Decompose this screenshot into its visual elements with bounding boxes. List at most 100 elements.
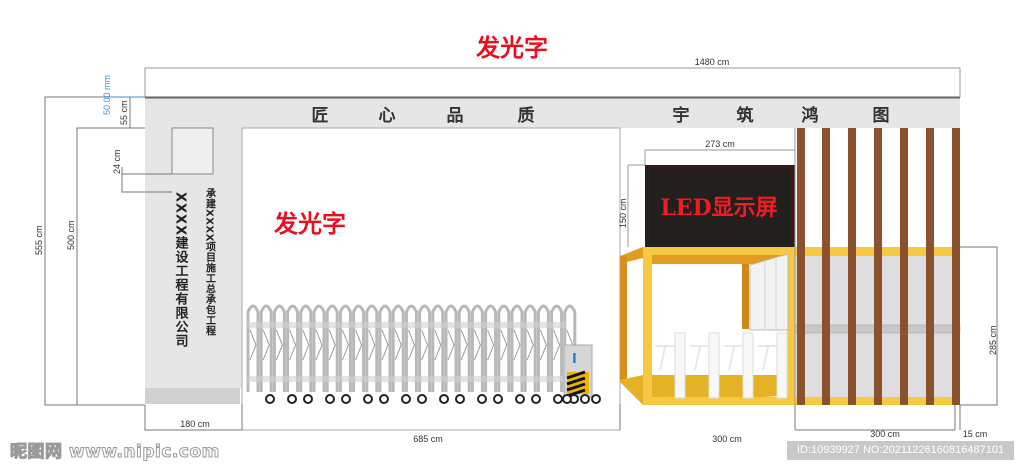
gate-wheel — [531, 394, 541, 404]
brown-pole — [900, 128, 908, 405]
gate-lattice — [394, 329, 402, 361]
gate-wheel — [580, 394, 590, 404]
slogan-right-2: 筑 — [737, 105, 754, 126]
gate-rail — [246, 376, 566, 382]
gate-wheel — [455, 394, 465, 404]
gate-lattice — [315, 329, 323, 361]
gate-lattice — [275, 329, 283, 361]
dim-led-height: 150 cm — [618, 198, 628, 228]
slogan-left-2: 心 — [379, 106, 396, 126]
gate-lattice — [407, 329, 415, 361]
dim-square-gap: 24 cm — [112, 149, 122, 174]
gate-segment — [325, 304, 339, 392]
slogan-right-4: 图 — [873, 106, 890, 126]
gate-lattice — [262, 329, 270, 361]
dim-band-height: 55 cm — [119, 100, 129, 125]
slogan-right-1: 宇 — [673, 105, 690, 126]
gate-lattice — [355, 329, 363, 361]
led-screen-border — [647, 167, 793, 245]
wall-glow-text: 发光字 — [273, 210, 346, 238]
gate-lattice — [460, 329, 468, 361]
gate-wheel — [591, 394, 601, 404]
gate-segment — [444, 304, 458, 392]
gate-segment — [457, 304, 471, 392]
gate-segment — [510, 304, 524, 392]
dim-total-height: 555 cm — [34, 225, 44, 255]
gate-segment — [418, 304, 432, 392]
led-screen — [645, 165, 795, 247]
hazard-stripe — [566, 382, 586, 392]
gate-segment — [431, 304, 445, 392]
dim-wall-height: 500 cm — [66, 220, 76, 250]
gate-segment — [286, 304, 300, 392]
gate-lattice — [434, 329, 442, 361]
gate-wheel — [379, 394, 389, 404]
gate-segment — [352, 304, 366, 392]
gate-segment — [299, 304, 313, 392]
pillar-project-text: 承建XXXX项目施工总承包工程 — [204, 188, 217, 337]
slogan-left-4: 质 — [518, 106, 535, 126]
gate-lattice — [526, 329, 534, 361]
brown-poles — [797, 128, 960, 405]
slogan-right-3: 鸿 — [802, 105, 819, 126]
gate-wheel — [287, 394, 297, 404]
dim-gate-width: 685 cm — [413, 434, 443, 444]
gate-wheel — [303, 394, 313, 404]
gate-segment — [484, 304, 498, 392]
watermark-id: ID:10939927 NO:20211226160816487101 — [787, 441, 1014, 460]
gate-lattice — [513, 329, 521, 361]
gate-lattice — [368, 329, 376, 361]
brown-pole — [822, 128, 830, 405]
bottom-dimension-lines — [144, 404, 961, 431]
gate-segment — [259, 304, 273, 392]
gate-segment — [550, 304, 564, 392]
brown-pole — [848, 128, 856, 405]
dim-booth-width: 300 cm — [712, 434, 742, 444]
gate-segment — [365, 304, 379, 392]
gate-lattice — [328, 329, 336, 361]
dim-grille-width: 300 cm — [870, 429, 900, 439]
gate-lattice — [487, 329, 495, 361]
slogan-band — [145, 97, 960, 128]
gate-lattice — [500, 329, 508, 361]
gate-wheel — [562, 394, 572, 404]
dim-end-width: 15 cm — [963, 429, 988, 439]
gate-segment — [378, 304, 392, 392]
gate-lattice — [539, 329, 547, 361]
gate-lattice — [249, 329, 257, 361]
gate-wheel — [363, 394, 373, 404]
pillar-base — [145, 388, 240, 404]
gate-lattice — [447, 329, 455, 361]
retractable-gate: I — [246, 304, 601, 404]
gate-segment — [391, 304, 405, 392]
gate-wheel — [439, 394, 449, 404]
brown-pole — [797, 128, 805, 405]
watermark-site: 昵图网 www.nipic.com — [10, 442, 220, 463]
pillar-company-text: XXXX建设工程有限公司 — [173, 192, 189, 349]
gate-segment — [312, 304, 326, 392]
gate-lattice — [289, 329, 297, 361]
gate-lattice — [381, 329, 389, 361]
brown-pole — [952, 128, 960, 405]
gate-wheel — [341, 394, 351, 404]
title-glow-text: 发光字 — [475, 34, 548, 62]
gate-lattice — [553, 329, 561, 361]
gate-lattice — [341, 329, 349, 361]
gate-segment — [338, 304, 352, 392]
gate-segment — [246, 304, 260, 392]
led-label: LED显示屏 — [660, 195, 777, 221]
gate-wheel — [265, 394, 275, 404]
gate-lattice — [473, 329, 481, 361]
pillar-logo-square — [171, 127, 214, 175]
gate-segment — [272, 304, 286, 392]
dim-total-width: 1480 cm — [695, 57, 730, 67]
gate-lattice — [302, 329, 310, 361]
gate-rail — [246, 322, 566, 328]
gate-segment — [563, 304, 577, 392]
left-dimensions — [44, 96, 172, 406]
gate-wheel — [325, 394, 335, 404]
top-dimension-box — [144, 67, 961, 98]
dim-right-height: 285 cm — [988, 325, 998, 355]
gate-segment — [404, 304, 418, 392]
